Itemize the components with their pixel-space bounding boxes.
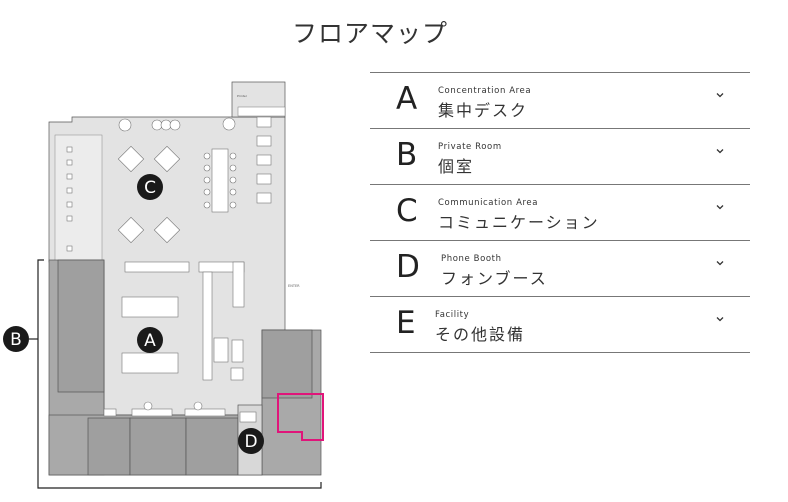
area-item-e[interactable]: E Facility その他設備 [370, 297, 750, 353]
area-jp-label: その他設備 [435, 325, 526, 344]
marker-d[interactable]: D [238, 428, 264, 454]
area-letter: A [396, 81, 418, 117]
chevron-down-icon[interactable] [716, 147, 724, 155]
area-letter: C [396, 193, 418, 229]
chevron-down-icon[interactable] [716, 91, 724, 99]
area-item-d[interactable]: D Phone Booth フォンブース [370, 241, 750, 297]
area-en-label: Concentration Area [438, 86, 532, 96]
area-jp-label: 個室 [438, 157, 475, 176]
area-jp-label: コミュニケーション [438, 213, 600, 232]
area-letter: B [396, 137, 418, 173]
area-letter: D [396, 249, 420, 285]
private-rooms [48, 259, 322, 476]
marker-a[interactable]: A [137, 327, 163, 353]
private-room-bracket [37, 259, 322, 489]
area-en-label: Private Room [438, 142, 502, 152]
area-item-b[interactable]: B Private Room 個室 [370, 129, 750, 185]
area-jp-label: フォンブース [441, 269, 548, 288]
page-title: フロアマップ [291, 19, 448, 48]
marker-c[interactable]: C [137, 174, 163, 200]
area-list: A Concentration Area 集中デスク B Private Roo… [370, 72, 750, 353]
chevron-down-icon[interactable] [716, 203, 724, 211]
area-item-a[interactable]: A Concentration Area 集中デスク [370, 73, 750, 129]
area-en-label: Communication Area [438, 198, 539, 208]
chevron-down-icon[interactable] [716, 259, 724, 267]
area-en-label: Facility [435, 310, 470, 320]
floor-map: Printer ENTER [3, 81, 324, 489]
svg-text:D: D [244, 432, 257, 452]
svg-text:C: C [144, 178, 156, 198]
svg-text:A: A [144, 331, 156, 351]
enter-label: ENTER [288, 284, 300, 288]
area-en-label: Phone Booth [441, 254, 502, 264]
printer-label: Printer [237, 94, 248, 98]
area-jp-label: 集中デスク [438, 101, 529, 120]
chevron-down-icon[interactable] [716, 315, 724, 323]
svg-text:B: B [10, 330, 22, 350]
area-letter: E [396, 305, 416, 341]
highlight-area [277, 393, 324, 441]
marker-b[interactable]: B [3, 326, 29, 352]
area-item-c[interactable]: C Communication Area コミュニケーション [370, 185, 750, 241]
